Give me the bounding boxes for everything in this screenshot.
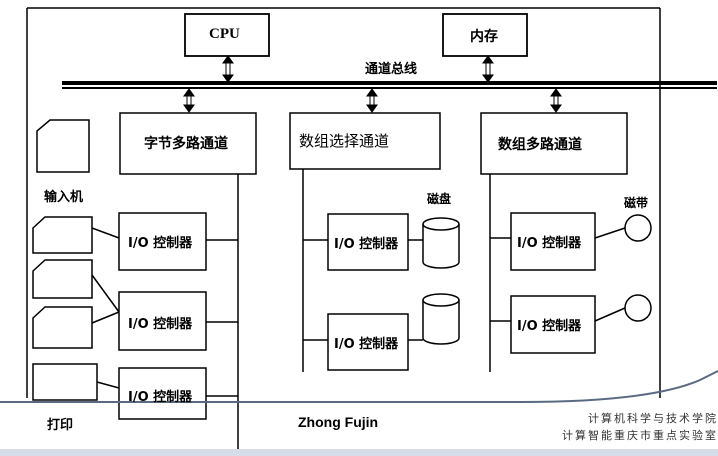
- author-name: Zhong Fujin: [298, 414, 379, 430]
- device-icon: [32, 306, 93, 349]
- tape-label: 磁带: [624, 196, 649, 210]
- channel-label: 字节多路通道: [144, 136, 228, 152]
- io-controller-box: [510, 295, 596, 354]
- channel-trunks: [237, 169, 491, 450]
- org-line-2: 计算智能重庆市重点实验室: [562, 429, 718, 442]
- io-controller-label: I/O 控制器: [334, 237, 399, 252]
- disk-icon: [422, 217, 460, 269]
- io-controller-label: I/O 控制器: [517, 236, 582, 251]
- channel-box-block-select: [289, 112, 441, 170]
- bus-channel-arrow-1: [183, 88, 195, 113]
- channel-label: 数组多路通道: [498, 137, 582, 153]
- tape-icon: [624, 294, 652, 322]
- io-controller-label: I/O 控制器: [334, 337, 399, 352]
- disk-label: 磁盘: [427, 192, 452, 206]
- io-controller-box: [118, 367, 207, 420]
- io-controller-box: [327, 213, 409, 271]
- printer-icon: [32, 363, 98, 401]
- io-controller-box: [118, 291, 207, 351]
- input-device-label: 输入机: [44, 190, 84, 205]
- footer-bar: [0, 449, 718, 456]
- bus-label: 通道总线: [365, 62, 418, 77]
- device-icon: [36, 119, 90, 173]
- channel-bus: [62, 81, 717, 89]
- io-controller-box: [510, 212, 596, 271]
- device-links: [91, 227, 120, 389]
- io-controller-label: I/O 控制器: [128, 390, 193, 405]
- memory-bus-arrow: [482, 55, 494, 83]
- memory-label: 内存: [470, 29, 498, 45]
- device-icon: [32, 259, 93, 299]
- channel-box-byte-multiplex: [119, 112, 257, 175]
- tape-icon: [624, 214, 652, 242]
- bus-channel-arrow-2: [366, 88, 378, 113]
- channel-box-block-multiplex: [480, 112, 628, 175]
- cpu-box: [184, 13, 270, 57]
- memory-box: [442, 13, 528, 57]
- diagram-frame: [26, 7, 661, 398]
- io-controller-label: I/O 控制器: [517, 319, 582, 334]
- disk-icon: [422, 293, 460, 345]
- cpu-label: CPU: [209, 26, 240, 42]
- bus-channel-arrow-3: [550, 88, 562, 113]
- io-controller-label: I/O 控制器: [128, 236, 193, 251]
- io-controller-box: [327, 313, 409, 371]
- device-icon: [32, 216, 93, 254]
- cpu-bus-arrow: [222, 55, 234, 83]
- io-controller-label: I/O 控制器: [128, 317, 193, 332]
- io-controller-box: [118, 212, 207, 271]
- footer-curve: [0, 370, 718, 403]
- org-line-1: 计算机科学与技术学院: [588, 412, 718, 425]
- channel-label: 数组选择通道: [299, 132, 390, 150]
- printer-label: 打印: [47, 418, 74, 433]
